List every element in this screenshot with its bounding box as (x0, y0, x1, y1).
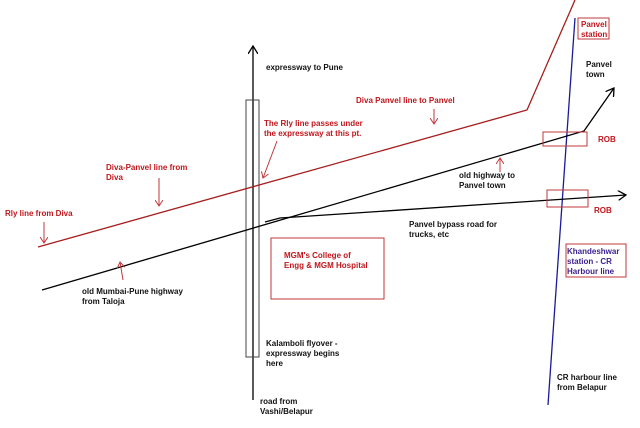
rob-lower-box (546, 189, 589, 208)
diva-panvel-railway (37, 0, 576, 248)
mgm-box (270, 237, 385, 300)
old-mumbai-pune-arrow (120, 262, 123, 281)
rob-upper-box (542, 131, 588, 147)
harbour-railway (547, 17, 576, 406)
panvel-bypass-road (264, 195, 626, 223)
label-rly-from-diva: Rly line from Diva (5, 209, 73, 218)
label-rob-upper: ROB (598, 135, 616, 144)
label-rob-lower: ROB (594, 206, 612, 215)
khandeshwar-box (565, 243, 627, 278)
rly-passes-arrow (263, 140, 278, 178)
label-expressway-to-pune: expressway to Pune (266, 63, 343, 72)
old-mumbai-pune-highway (41, 88, 614, 291)
kalamboli-flyover (245, 99, 260, 358)
panvel-station-box (577, 17, 610, 40)
label-diva-panvel-to-panvel: Diva Panvel line to Panvel (356, 96, 455, 105)
